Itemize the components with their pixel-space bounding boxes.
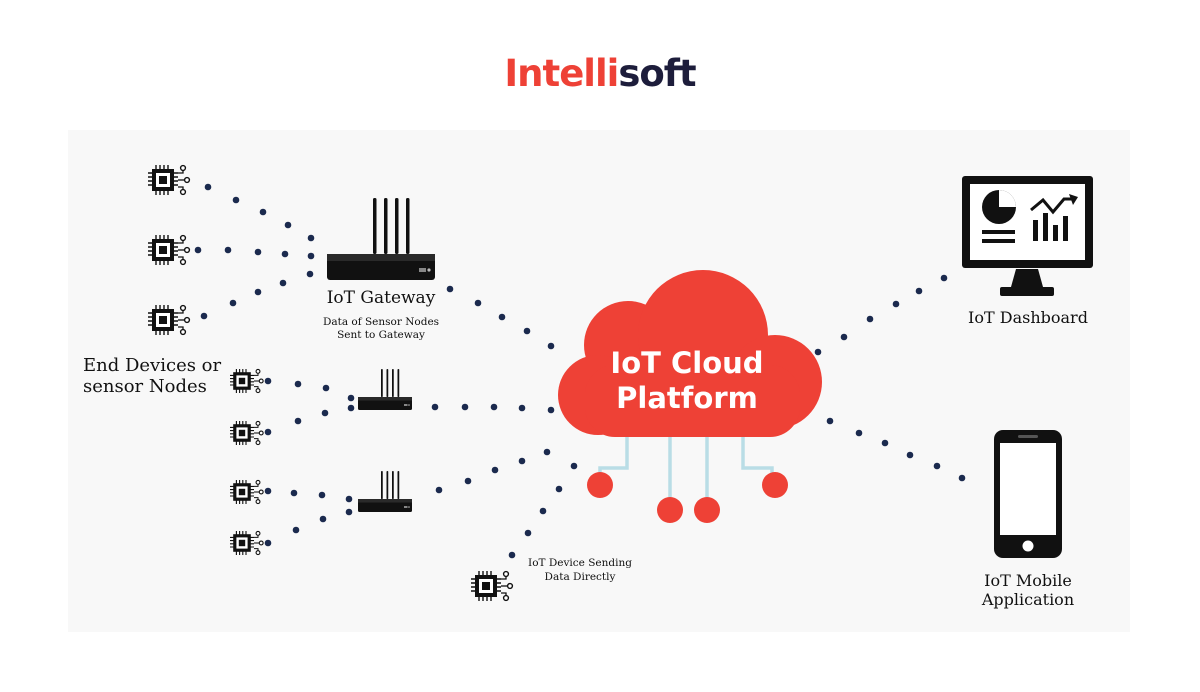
direct-device-label-line-2: Data Directly bbox=[545, 571, 616, 583]
cloud-title-line-2: Platform bbox=[616, 381, 758, 415]
smartphone-icon bbox=[994, 430, 1062, 558]
chip-icon bbox=[229, 420, 264, 446]
cloud-connector-dots bbox=[587, 472, 788, 523]
cloud-connectors bbox=[598, 428, 774, 498]
end-devices-label-line-1: End Devices or bbox=[83, 355, 222, 376]
gateway-note-line-1: Data of Sensor Nodes bbox=[323, 316, 439, 328]
gateway-title: IoT Gateway bbox=[327, 288, 436, 308]
chip-icon bbox=[229, 368, 264, 394]
intellisoft-logo: Intellisoft bbox=[0, 52, 1200, 96]
chip-icon bbox=[147, 304, 191, 336]
gateway-note-line-2: Sent to Gateway bbox=[337, 329, 425, 341]
end-devices-label-line-2: sensor Nodes bbox=[83, 376, 207, 397]
router-icon bbox=[327, 198, 435, 280]
router-icon bbox=[358, 471, 412, 512]
router-icon bbox=[358, 369, 412, 410]
logo-part-2: soft bbox=[618, 52, 696, 95]
cloud-title-line-1: IoT Cloud bbox=[610, 346, 763, 380]
dashboard-label: IoT Dashboard bbox=[968, 308, 1088, 327]
chip-icon bbox=[229, 479, 264, 505]
data-flow-dots bbox=[194, 183, 966, 559]
chip-icon bbox=[229, 530, 264, 556]
mobile-label-line-1: IoT Mobile bbox=[984, 571, 1072, 590]
chip-icon bbox=[147, 164, 191, 196]
direct-device-label-line-1: IoT Device Sending bbox=[528, 557, 632, 569]
chip-icon bbox=[147, 234, 191, 266]
logo-part-1: Intelli bbox=[504, 52, 619, 95]
chip-icon bbox=[470, 570, 514, 602]
mobile-label-line-2: Application bbox=[981, 590, 1074, 609]
cloud-icon bbox=[558, 270, 822, 437]
monitor-dashboard-icon bbox=[962, 176, 1093, 296]
